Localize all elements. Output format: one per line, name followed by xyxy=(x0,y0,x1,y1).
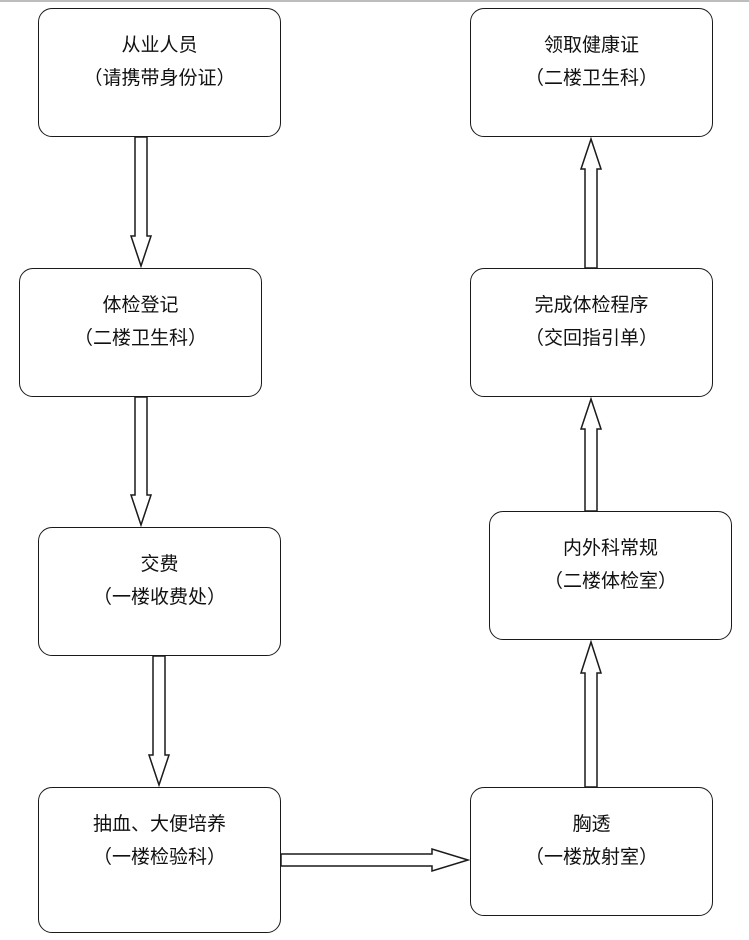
arrow-step5-to-step6 xyxy=(579,639,603,788)
step-title: 领取健康证 xyxy=(543,34,639,56)
top-border-line xyxy=(0,0,749,2)
arrow-step6-to-step7 xyxy=(579,396,603,512)
step-note: （一楼检验科） xyxy=(92,846,226,868)
step-title: 抽血、大便培养 xyxy=(92,813,226,835)
step-blood-stool-test: 抽血、大便培养 （一楼检验科） xyxy=(38,787,281,933)
arrow-step2-to-step3 xyxy=(129,396,153,528)
step-routine-exam: 内外科常规 （二楼体检室） xyxy=(489,511,732,640)
step-title: 完成体检程序 xyxy=(534,294,649,316)
step-note: （二楼卫生科） xyxy=(73,327,207,349)
step-note: （二楼卫生科） xyxy=(524,67,658,89)
arrow-step4-to-step5 xyxy=(280,847,471,873)
step-note: （请携带身份证） xyxy=(83,67,236,89)
arrow-step7-to-step8 xyxy=(579,136,603,269)
arrow-step3-to-step4 xyxy=(147,655,171,788)
step-payment: 交费 （一楼收费处） xyxy=(38,527,281,656)
arrow-step1-to-step2 xyxy=(129,136,153,269)
step-practitioner: 从业人员 （请携带身份证） xyxy=(38,8,281,137)
step-title: 从业人员 xyxy=(121,34,198,56)
step-registration: 体检登记 （二楼卫生科） xyxy=(19,268,262,397)
step-chest-xray: 胸透 （一楼放射室） xyxy=(470,787,713,916)
step-note: （一楼收费处） xyxy=(92,586,226,608)
step-title: 胸透 xyxy=(572,813,611,835)
step-note: （二楼体检室） xyxy=(543,570,677,592)
step-title: 交费 xyxy=(140,553,179,575)
step-complete-exam: 完成体检程序 （交回指引单） xyxy=(470,268,713,397)
step-collect-certificate: 领取健康证 （二楼卫生科） xyxy=(470,8,713,137)
step-title: 内外科常规 xyxy=(562,537,658,559)
step-title: 体检登记 xyxy=(102,294,179,316)
step-note: （交回指引单） xyxy=(524,327,658,349)
step-note: （一楼放射室） xyxy=(524,846,658,868)
